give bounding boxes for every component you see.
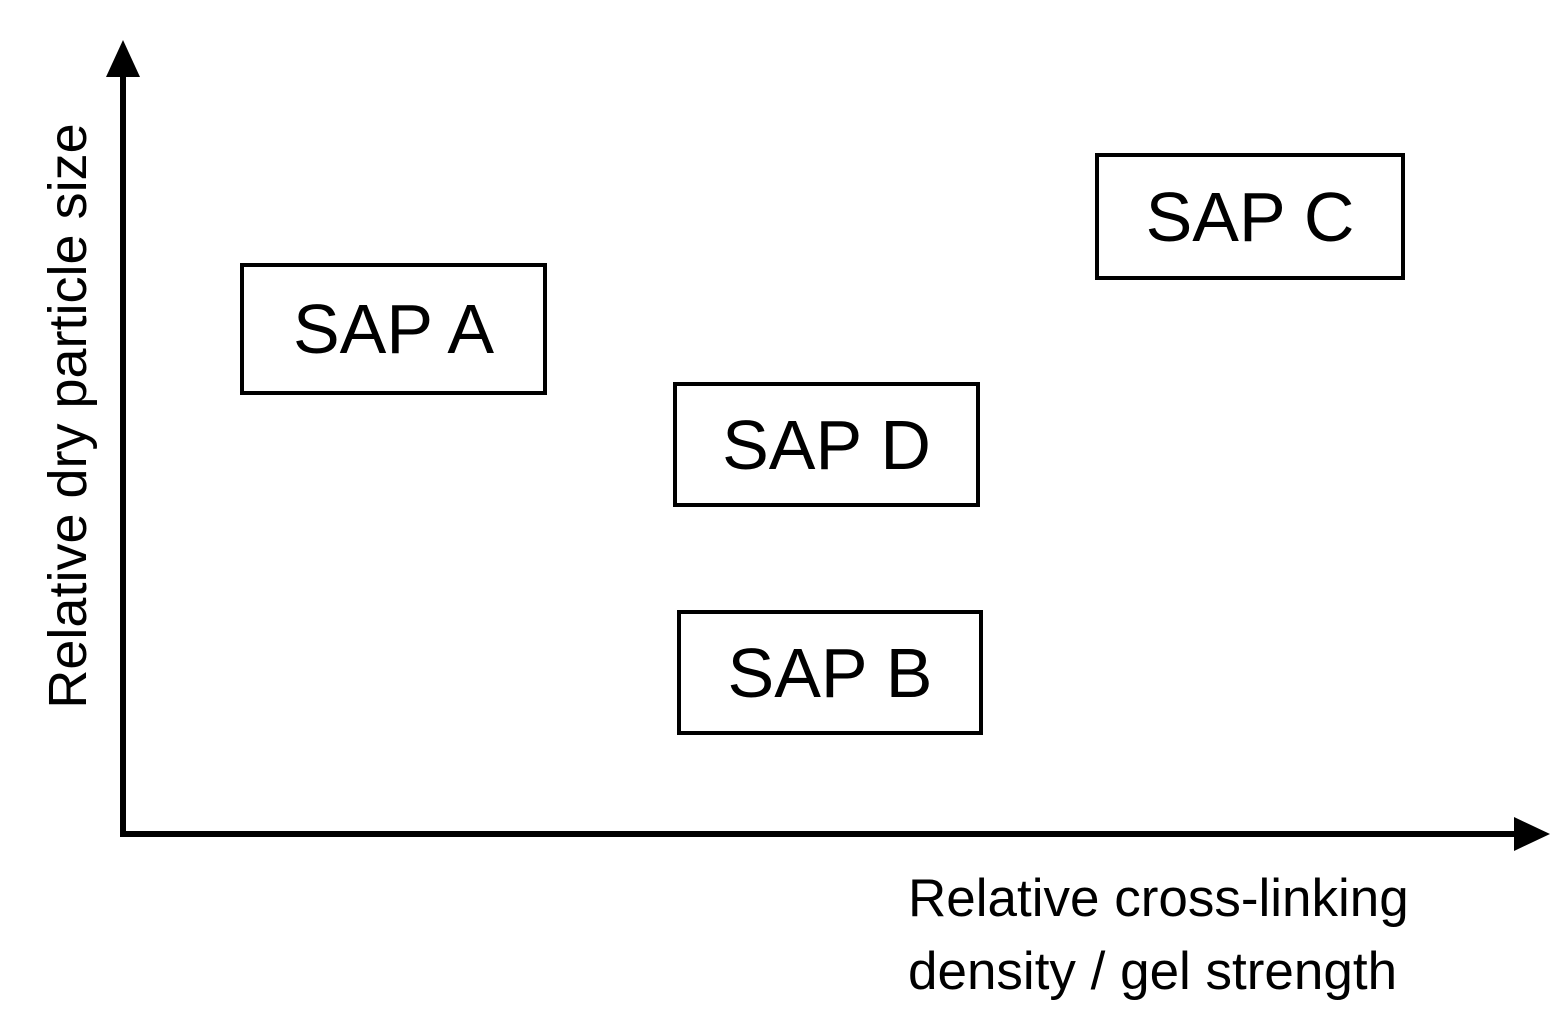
sap-box-label: SAP D xyxy=(722,405,931,484)
x-axis-arrowhead-icon xyxy=(1514,817,1550,851)
sap-box-d: SAP D xyxy=(673,382,980,507)
sap-box-c: SAP C xyxy=(1095,153,1405,280)
x-axis-label: Relative cross-linking density / gel str… xyxy=(908,862,1409,1008)
sap-box-label: SAP C xyxy=(1145,177,1355,256)
sap-box-a: SAP A xyxy=(240,263,547,395)
x-axis-label-line2: density / gel strength xyxy=(908,942,1398,1001)
y-axis-label: Relative dry particle size xyxy=(38,123,98,709)
sap-box-label: SAP B xyxy=(727,633,933,712)
sap-box-b: SAP B xyxy=(677,610,983,735)
x-axis-label-line1: Relative cross-linking xyxy=(908,869,1409,928)
y-axis-arrowhead-icon xyxy=(106,40,140,77)
sap-box-label: SAP A xyxy=(292,290,495,368)
